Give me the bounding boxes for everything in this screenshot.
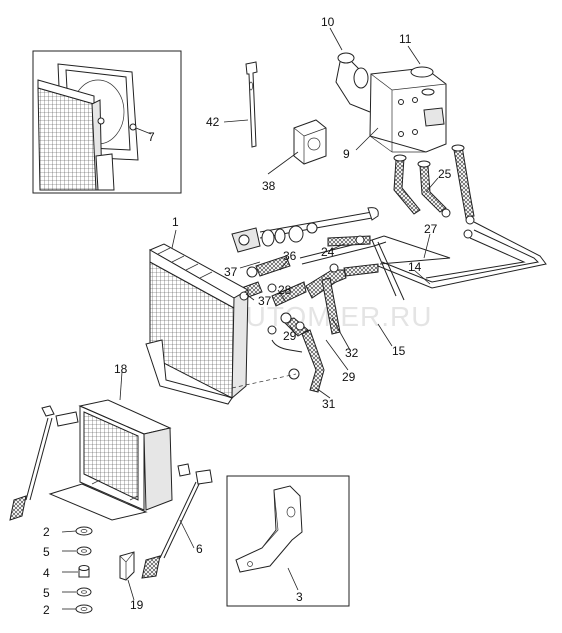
label-29-right: 29 (342, 370, 356, 384)
item-38-bracket (293, 119, 327, 165)
label-9: 9 (343, 147, 350, 161)
label-14: 14 (408, 260, 422, 274)
label-42: 42 (206, 115, 220, 129)
item-18-frame (48, 399, 173, 521)
label-15: 15 (392, 344, 406, 358)
label-29-left: 29 (283, 329, 297, 343)
label-27: 27 (424, 222, 438, 236)
label-19: 19 (130, 598, 144, 612)
label-25: 25 (438, 167, 452, 181)
label-37-lower: 37 (258, 294, 272, 308)
washers-stack (75, 526, 93, 614)
inset-item-3-bracket (226, 475, 350, 607)
item-1-radiator (145, 243, 297, 405)
label-38: 38 (262, 179, 276, 193)
part-labels: 7 42 38 10 11 9 1 25 27 14 15 24 37 36 2… (43, 15, 452, 617)
label-7: 7 (148, 130, 155, 144)
leader-lines (61, 27, 439, 610)
label-28: 28 (278, 283, 292, 297)
label-36: 36 (283, 249, 297, 263)
label-3: 3 (296, 590, 303, 604)
label-11: 11 (399, 32, 412, 46)
label-2-bottom: 2 (43, 603, 50, 617)
label-1: 1 (172, 215, 179, 229)
label-37-upper: 37 (224, 265, 238, 279)
item-24-fittings (259, 207, 379, 247)
label-6: 6 (196, 542, 203, 556)
pipes-14-27 (299, 221, 547, 301)
item-11-fitting (410, 66, 435, 96)
item-10-cap (335, 52, 371, 113)
item-6-tie-rods (9, 405, 213, 579)
label-24: 24 (321, 245, 335, 259)
label-5-bottom: 5 (43, 586, 50, 600)
label-32: 32 (345, 346, 359, 360)
label-10: 10 (321, 15, 335, 29)
item-19-bracket (119, 551, 135, 581)
label-5-top: 5 (43, 545, 50, 559)
inset-radiator-shroud (32, 50, 182, 194)
item-9-expansion-tank (369, 67, 447, 153)
label-4: 4 (43, 566, 50, 580)
hoses-28-29-31-32 (267, 263, 379, 393)
label-18: 18 (114, 362, 128, 376)
label-31: 31 (322, 397, 336, 411)
label-2-top: 2 (43, 525, 50, 539)
item-42-rod (245, 61, 258, 148)
item-25-hoses (393, 144, 475, 239)
